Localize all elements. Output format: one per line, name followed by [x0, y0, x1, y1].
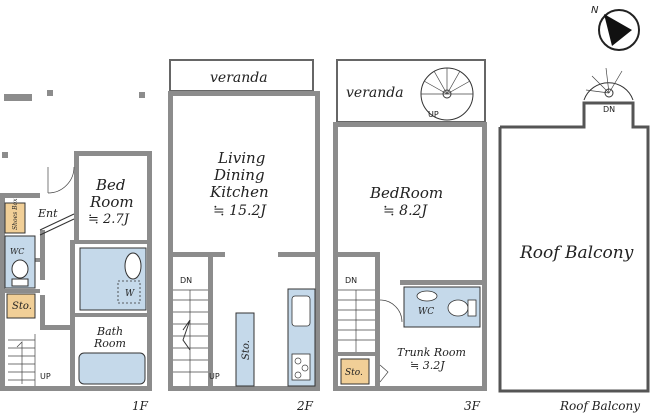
shoes-box-label: Shoes Box [12, 198, 19, 230]
floor-roof-label: Roof Balcony [559, 399, 640, 413]
wc-1f-label: WC [10, 247, 24, 256]
storage-1f [6, 293, 36, 319]
stairs-2f: DN UP [173, 276, 220, 386]
shoes-box [4, 202, 26, 234]
bedroom-1f-label-line1: Bed [95, 176, 126, 194]
stairs-1f: UP [8, 334, 51, 386]
toilet-icon [11, 259, 29, 279]
spiral-stair-3f: UP [420, 67, 474, 121]
bedroom-3f-area: ≒ 8.2J [383, 203, 428, 219]
exterior-marker [139, 92, 145, 98]
floor-roof: DN Roof Balcony Roof Balcony [498, 67, 650, 413]
bedroom-3f-label: BedRoom [369, 184, 443, 202]
storage-2f [235, 312, 255, 387]
storage-2f-label: Sto. [241, 340, 252, 360]
exterior-marker [47, 90, 53, 96]
storage-3f [340, 358, 370, 385]
spiral-dn-label: DN [603, 105, 615, 114]
roof-balcony-label: Roof Balcony [519, 243, 634, 263]
floor-1f-label: 1F [132, 399, 149, 413]
floor-2f: veranda Living Dining Kitchen ≒ 15.2J DN… [168, 59, 320, 413]
stairs-3f: DN [338, 276, 375, 352]
washer-label: W [125, 289, 135, 299]
bath-label-line2: Room [93, 337, 126, 350]
compass-north-label: N [591, 5, 599, 16]
wc-sink-icon [416, 290, 438, 302]
entrance-label: Ent [37, 207, 58, 220]
trunk-room-label: Trunk Room [397, 346, 466, 359]
floor-1f: Shoes Box Ent Bed Room ≒ 2.7J WC Sto. UP [0, 90, 152, 413]
ldk-area: ≒ 15.2J [213, 203, 267, 219]
ldk-label-line3: Kitchen [209, 183, 269, 201]
storage-3f-label: Sto. [345, 368, 363, 378]
compass-needle-icon [604, 14, 632, 46]
kitchen-sink-icon [291, 295, 311, 327]
veranda-3f-label: veranda [346, 85, 404, 101]
ldk-label-line2: Dining [213, 166, 265, 184]
floor-3f-label: 3F [464, 399, 481, 413]
stairs-2f-up-label: UP [209, 372, 220, 381]
bathtub-icon [78, 352, 146, 385]
sink-icon [124, 252, 142, 280]
floor-2f-label: 2F [296, 399, 314, 413]
storage-1f-label: Sto. [12, 301, 32, 312]
bath-label-line1: Bath [96, 325, 123, 338]
exterior-marker [4, 94, 32, 101]
toilet-icon [447, 299, 469, 317]
exterior-marker [2, 152, 8, 158]
compass-ring [598, 9, 640, 51]
bedroom-1f-label-line2: Room [89, 193, 134, 211]
stairs-3f-dn-label: DN [345, 276, 357, 285]
veranda-2f-label: veranda [210, 70, 268, 86]
ldk-label-line1: Living [217, 149, 265, 167]
compass: N [591, 5, 640, 51]
bedroom-1f-area: ≒ 2.7J [88, 212, 130, 227]
stove-icon [291, 353, 311, 381]
wc-3f-label: WC [418, 307, 434, 317]
washer-icon [117, 280, 141, 304]
spiral-up-label: UP [428, 110, 439, 119]
roof-balcony-outline [498, 101, 650, 393]
stairs-1f-up-label: UP [40, 372, 51, 381]
floor-3f: veranda UP BedRoom ≒ 8.2J [333, 59, 487, 413]
trunk-room-area: ≒ 3.2J [410, 359, 445, 372]
stairs-2f-dn-label: DN [180, 276, 192, 285]
spiral-stair-roof: DN [583, 67, 634, 114]
